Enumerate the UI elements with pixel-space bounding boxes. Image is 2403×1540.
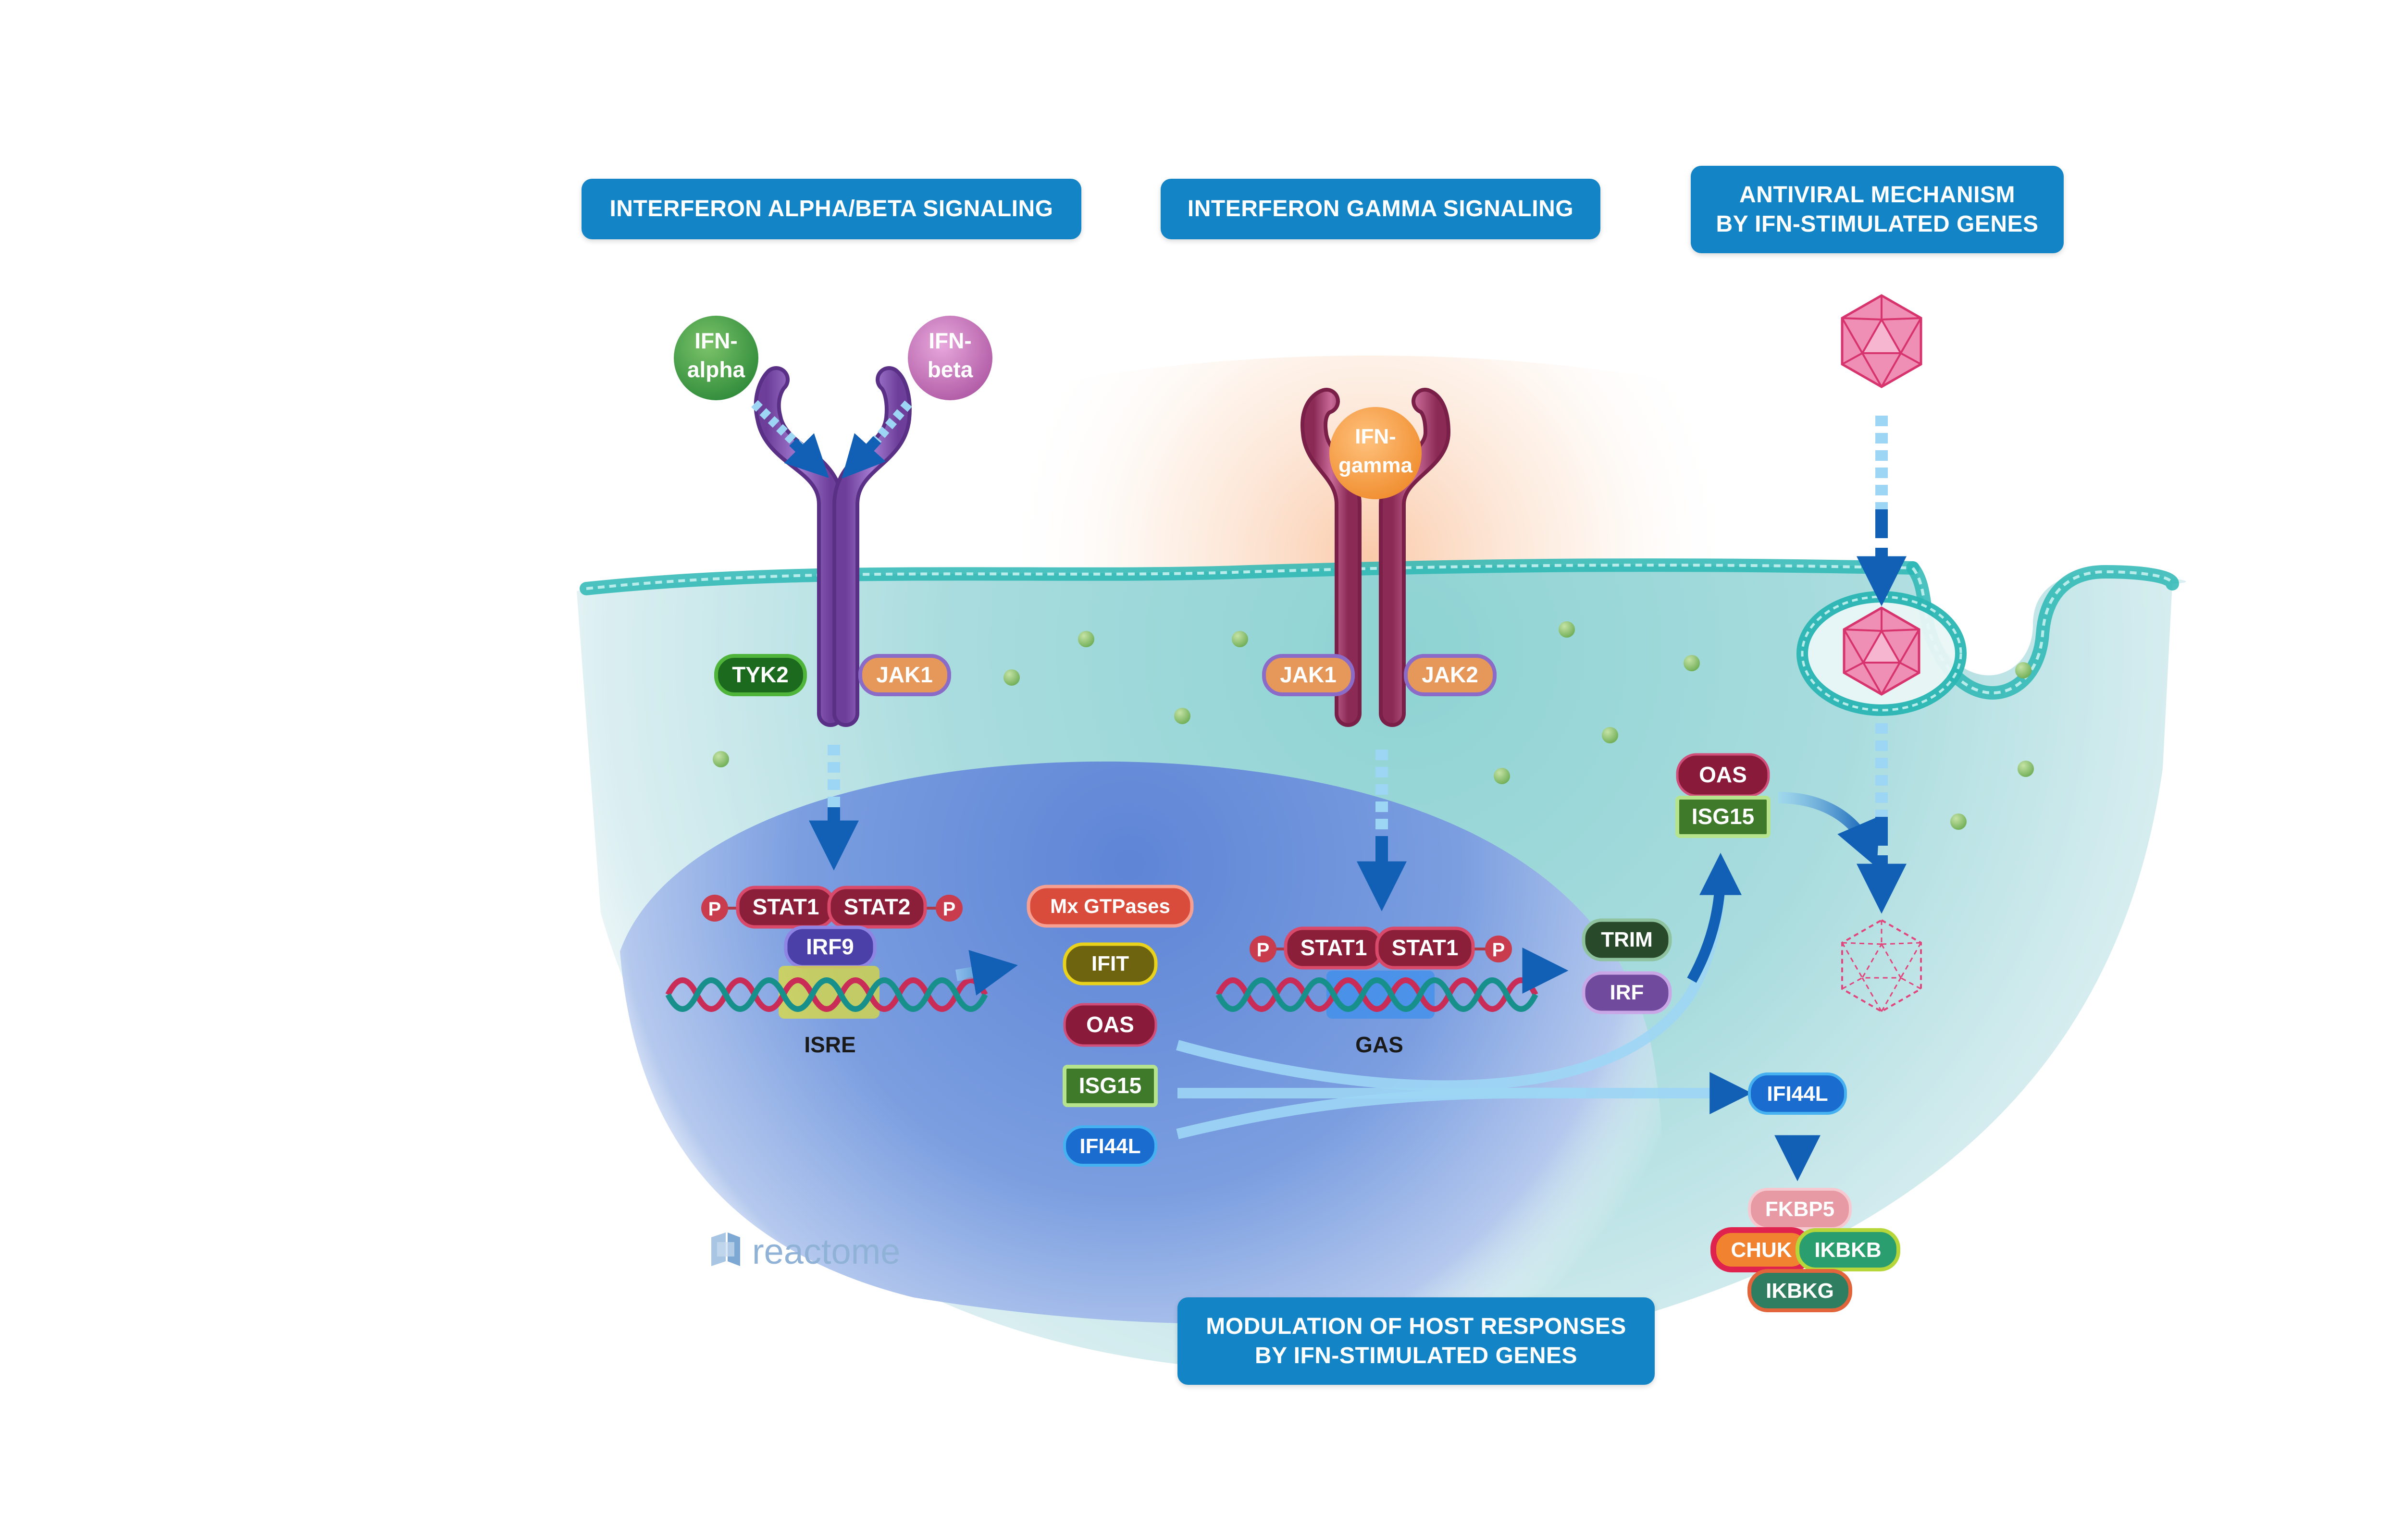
isg-oas: OAS — [1063, 1003, 1157, 1047]
irf-label: IRF — [1610, 981, 1644, 1004]
ifn-gamma-label-1: IFN- — [1355, 425, 1396, 448]
ifn-alpha-beta-header-label: INTERFERON ALPHA/BETA SIGNALING — [609, 196, 1053, 222]
stat1-g-a-label: STAT1 — [1301, 935, 1367, 960]
ikbkb-label: IKBKB — [1814, 1238, 1881, 1262]
antiviral-mechanism-header-button[interactable]: ANTIVIRAL MECHANISM BY IFN-STIMULATED GE… — [1691, 166, 2064, 253]
cyto-ifi44l-node: IFI44L — [1748, 1072, 1847, 1115]
isg15-list-label: ISG15 — [1079, 1073, 1141, 1098]
isg-ifi44l: IFI44L — [1063, 1125, 1157, 1167]
jak1-node-mid: JAK1 — [1262, 654, 1355, 696]
isg15-inhibit-arrow — [1778, 792, 1880, 868]
virus-extracellular-icon — [1841, 294, 1922, 388]
jak1-mid-label: JAK1 — [1280, 662, 1337, 687]
cyto-oas-label: OAS — [1699, 762, 1747, 787]
phospho-g-right-label: P — [1492, 939, 1505, 961]
antiviral-header-line1: ANTIVIRAL MECHANISM — [1739, 182, 2015, 208]
ifn-gamma: IFN- gamma — [1329, 407, 1422, 499]
cyto-isg15-label: ISG15 — [1692, 804, 1754, 829]
virus-degraded-icon — [1841, 919, 1922, 1013]
ikbkg-node: IKBKG — [1747, 1269, 1852, 1312]
modulation-line1: MODULATION OF HOST RESPONSES — [1206, 1313, 1626, 1339]
dna-gas: GAS — [1215, 971, 1538, 1057]
isg-list: Mx GTPases IFIT OAS ISG15 IFI44L — [1027, 885, 1194, 1167]
ifn-beta: IFN- beta — [908, 316, 992, 400]
phospho-right-label: P — [943, 899, 956, 920]
jak2-label: JAK2 — [1422, 662, 1478, 687]
modulation-line2: BY IFN-STIMULATED GENES — [1254, 1343, 1578, 1368]
ifit-label: IFIT — [1091, 952, 1129, 975]
stat2-label: STAT2 — [844, 894, 911, 919]
isre-label: ISRE — [804, 1032, 855, 1057]
ifn-beta-label-1: IFN- — [929, 328, 971, 353]
stat1-dimer: P P STAT1 STAT1 — [1250, 926, 1512, 970]
isgf3-complex: P P STAT1 STAT2 IRF9 — [701, 886, 963, 969]
ikk-complex: FKBP5 CHUK IKBKB IKBKG — [1710, 1188, 1900, 1312]
tyk2-node: TYK2 — [714, 654, 807, 696]
fkbp5-node: FKBP5 — [1748, 1188, 1852, 1230]
cyto-oas-node: OAS — [1676, 753, 1770, 797]
trim-label: TRIM — [1601, 928, 1653, 951]
ifn-alpha-label-2: alpha — [687, 357, 745, 382]
ifnar-receptor — [754, 366, 912, 727]
ifn-gamma-header-button[interactable]: INTERFERON GAMMA SIGNALING — [1161, 179, 1600, 239]
isg-isg15: ISG15 — [1063, 1065, 1158, 1107]
virus-endocytosed-icon — [1843, 606, 1920, 696]
gas-label: GAS — [1355, 1032, 1403, 1057]
reactome-logo-text: reactome — [752, 1232, 900, 1271]
isre-to-isg-arrow — [955, 950, 1018, 996]
ifn-alpha-label-1: IFN- — [694, 328, 737, 353]
dna-isre: ISRE — [665, 966, 988, 1057]
ikbkg-label: IKBKG — [1766, 1279, 1834, 1303]
ifn-gamma-label-2: gamma — [1338, 454, 1413, 477]
chuk-label: CHUK — [1731, 1238, 1792, 1262]
ifn-beta-label-2: beta — [928, 357, 973, 382]
oas-list-label: OAS — [1086, 1012, 1134, 1037]
ifn-alpha-beta-header-button[interactable]: INTERFERON ALPHA/BETA SIGNALING — [582, 179, 1081, 239]
ifi44l-list-label: IFI44L — [1079, 1134, 1140, 1158]
jak2-node: JAK2 — [1404, 654, 1497, 696]
jak1-node-left: JAK1 — [858, 654, 951, 696]
irf9-label: IRF9 — [806, 934, 854, 959]
stat1-ab-label: STAT1 — [753, 894, 819, 919]
jak1-left-label: JAK1 — [876, 662, 933, 687]
phospho-g-left-label: P — [1257, 939, 1270, 961]
irf-node: IRF — [1582, 971, 1672, 1014]
isg-export-arrows — [1176, 852, 1752, 1139]
ligand-binding-arrows — [751, 400, 912, 479]
cyto-isg15-node: ISG15 — [1675, 796, 1771, 838]
isg-ifit: IFIT — [1063, 942, 1158, 986]
antiviral-header-line2: BY IFN-STIMULATED GENES — [1716, 211, 2039, 237]
phospho-left-label: P — [708, 899, 721, 920]
ifn-alpha: IFN- alpha — [674, 316, 758, 400]
fkbp5-label: FKBP5 — [1765, 1197, 1834, 1221]
modulation-host-responses-button[interactable]: MODULATION OF HOST RESPONSES BY IFN-STIM… — [1177, 1297, 1655, 1385]
stat1-g-b-label: STAT1 — [1392, 935, 1459, 960]
ifn-gamma-header-label: INTERFERON GAMMA SIGNALING — [1187, 196, 1574, 222]
cyto-ifi44l-label: IFI44L — [1767, 1082, 1828, 1106]
tyk2-label: TYK2 — [732, 662, 789, 687]
chuk-node: CHUK — [1710, 1227, 1812, 1272]
mx-gtpases-label: Mx GTPases — [1050, 895, 1170, 917]
trim-node: TRIM — [1582, 918, 1672, 961]
ikbkb-node: IKBKB — [1796, 1228, 1900, 1271]
isg-mx-gtpases: Mx GTPases — [1027, 885, 1194, 928]
reactome-logo-icon — [711, 1232, 740, 1266]
